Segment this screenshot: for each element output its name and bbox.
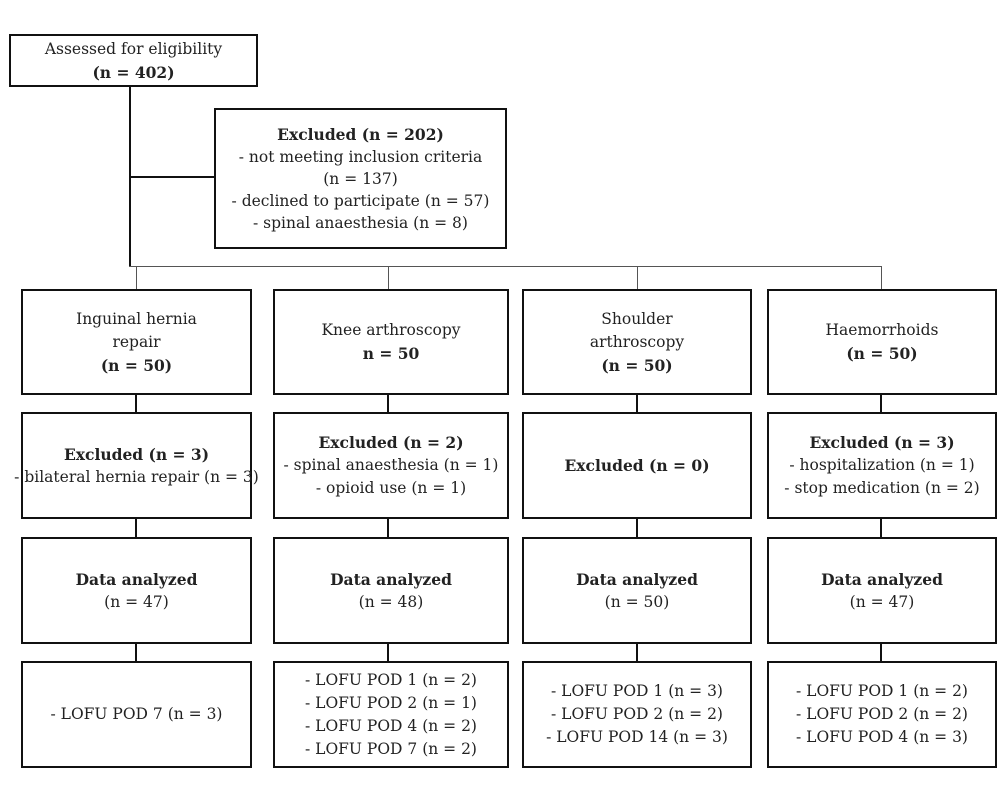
group-box-inguinal-hernia: Inguinal hernia repair (n = 50)	[21, 289, 252, 395]
lofu-item: - LOFU POD 1 (n = 3)	[551, 682, 723, 700]
excluded-main-item: - declined to participate (n = 57)	[231, 191, 490, 210]
lofu-box-shoulder-arthroscopy: - LOFU POD 1 (n = 3) - LOFU POD 2 (n = 2…	[522, 661, 752, 768]
analyzed-count: (n = 47)	[849, 592, 915, 611]
lofu-item: - LOFU POD 2 (n = 2)	[551, 705, 723, 723]
connector-branch-3	[637, 266, 638, 289]
connector-g1-row1	[135, 393, 137, 413]
excluded-box-inguinal-hernia: Excluded (n = 3) - bilateral hernia repa…	[14, 412, 259, 519]
lofu-item: - LOFU POD 7 (n = 2)	[305, 739, 477, 758]
lofu-item: - LOFU POD 4 (n = 3)	[796, 728, 968, 746]
analyzed-box-shoulder-arthroscopy: Data analyzed (n = 50)	[522, 537, 752, 644]
connector-g3-row1	[636, 393, 638, 413]
group-name: arthroscopy	[589, 332, 685, 351]
connector-branch-horizontal	[129, 266, 881, 267]
connector-g3-row2	[636, 517, 638, 538]
excluded-item: - stop medication (n = 2)	[784, 479, 980, 497]
analyzed-title: Data analyzed	[75, 569, 198, 589]
group-name: Knee arthroscopy	[321, 321, 461, 339]
analyzed-box-haemorrhoids: Data analyzed (n = 47)	[767, 537, 997, 644]
excluded-title: Excluded (n = 0)	[564, 456, 710, 475]
connector-g3-row3	[636, 643, 638, 662]
connector-g4-row1	[880, 393, 882, 413]
excluded-title: Excluded (n = 3)	[809, 433, 955, 452]
lofu-box-haemorrhoids: - LOFU POD 1 (n = 2) - LOFU POD 2 (n = 2…	[767, 661, 997, 768]
excluded-item: - hospitalization (n = 1)	[789, 456, 975, 474]
lofu-item: - LOFU POD 1 (n = 2)	[796, 682, 968, 700]
assessed-count: (n = 402)	[92, 62, 175, 82]
group-name: Haemorrhoids	[825, 321, 939, 339]
lofu-item: - LOFU POD 1 (n = 2)	[305, 670, 477, 689]
analyzed-box-inguinal-hernia: Data analyzed (n = 47)	[21, 537, 252, 644]
analyzed-count: (n = 50)	[604, 592, 670, 611]
analyzed-count: (n = 48)	[358, 592, 424, 611]
excluded-title: Excluded (n = 2)	[318, 433, 464, 452]
group-count: (n = 50)	[846, 344, 918, 363]
connector-g2-row1	[387, 393, 389, 413]
group-name: repair	[112, 332, 161, 351]
connector-g2-row3	[387, 643, 389, 662]
assessed-label: Assessed for eligibility	[44, 39, 223, 58]
group-box-haemorrhoids: Haemorrhoids (n = 50)	[767, 289, 997, 395]
group-box-shoulder-arthroscopy: Shoulder arthroscopy (n = 50)	[522, 289, 752, 395]
group-count: (n = 50)	[601, 355, 673, 375]
lofu-item: - LOFU POD 14 (n = 3)	[546, 728, 728, 746]
group-count: n = 50	[362, 344, 420, 363]
group-count: (n = 50)	[100, 355, 173, 375]
analyzed-title: Data analyzed	[576, 569, 698, 589]
excluded-main-item: - not meeting inclusion criteria	[238, 147, 483, 166]
connector-g1-row3	[135, 643, 137, 662]
excluded-main-item: - spinal anaesthesia (n = 8)	[253, 213, 468, 232]
lofu-item: - LOFU POD 2 (n = 1)	[305, 693, 477, 712]
excluded-main-title: Excluded (n = 202)	[277, 124, 444, 144]
connector-g4-row2	[880, 517, 882, 538]
lofu-item: - LOFU POD 2 (n = 2)	[796, 705, 968, 723]
excluded-box-haemorrhoids: Excluded (n = 3) - hospitalization (n = …	[767, 412, 997, 519]
lofu-box-knee-arthroscopy: - LOFU POD 1 (n = 2) - LOFU POD 2 (n = 1…	[273, 661, 509, 768]
group-name: Inguinal hernia	[76, 309, 197, 328]
excluded-item: - bilateral hernia repair (n = 3)	[14, 467, 259, 486]
excluded-box-knee-arthroscopy: Excluded (n = 2) - spinal anaesthesia (n…	[273, 412, 509, 519]
connector-branch-2	[388, 266, 389, 289]
group-box-knee-arthroscopy: Knee arthroscopy n = 50	[273, 289, 509, 395]
connector-g4-row3	[880, 643, 882, 662]
excluded-item: - opioid use (n = 1)	[315, 479, 467, 497]
excluded-box-shoulder-arthroscopy: Excluded (n = 0)	[522, 412, 752, 519]
connector-branch-4	[881, 266, 882, 289]
analyzed-box-knee-arthroscopy: Data analyzed (n = 48)	[273, 537, 509, 644]
excluded-title: Excluded (n = 3)	[63, 444, 210, 464]
analyzed-count: (n = 47)	[104, 592, 169, 611]
connector-branch-1	[136, 266, 137, 289]
connector-g1-row2	[135, 517, 137, 538]
analyzed-title: Data analyzed	[821, 569, 943, 589]
connector-to-excluded	[129, 176, 215, 178]
group-name: Shoulder	[601, 309, 673, 328]
excluded-item: - spinal anaesthesia (n = 1)	[283, 456, 499, 474]
assessed-box: Assessed for eligibility (n = 402)	[9, 34, 258, 87]
lofu-box-inguinal-hernia: - LOFU POD 7 (n = 3)	[21, 661, 252, 768]
excluded-main-box: Excluded (n = 202) - not meeting inclusi…	[214, 108, 507, 249]
lofu-item: - LOFU POD 4 (n = 2)	[305, 716, 477, 735]
analyzed-title: Data analyzed	[330, 569, 452, 589]
lofu-item: - LOFU POD 7 (n = 3)	[50, 705, 223, 723]
connector-g2-row2	[387, 517, 389, 538]
excluded-main-item: (n = 137)	[323, 169, 398, 188]
